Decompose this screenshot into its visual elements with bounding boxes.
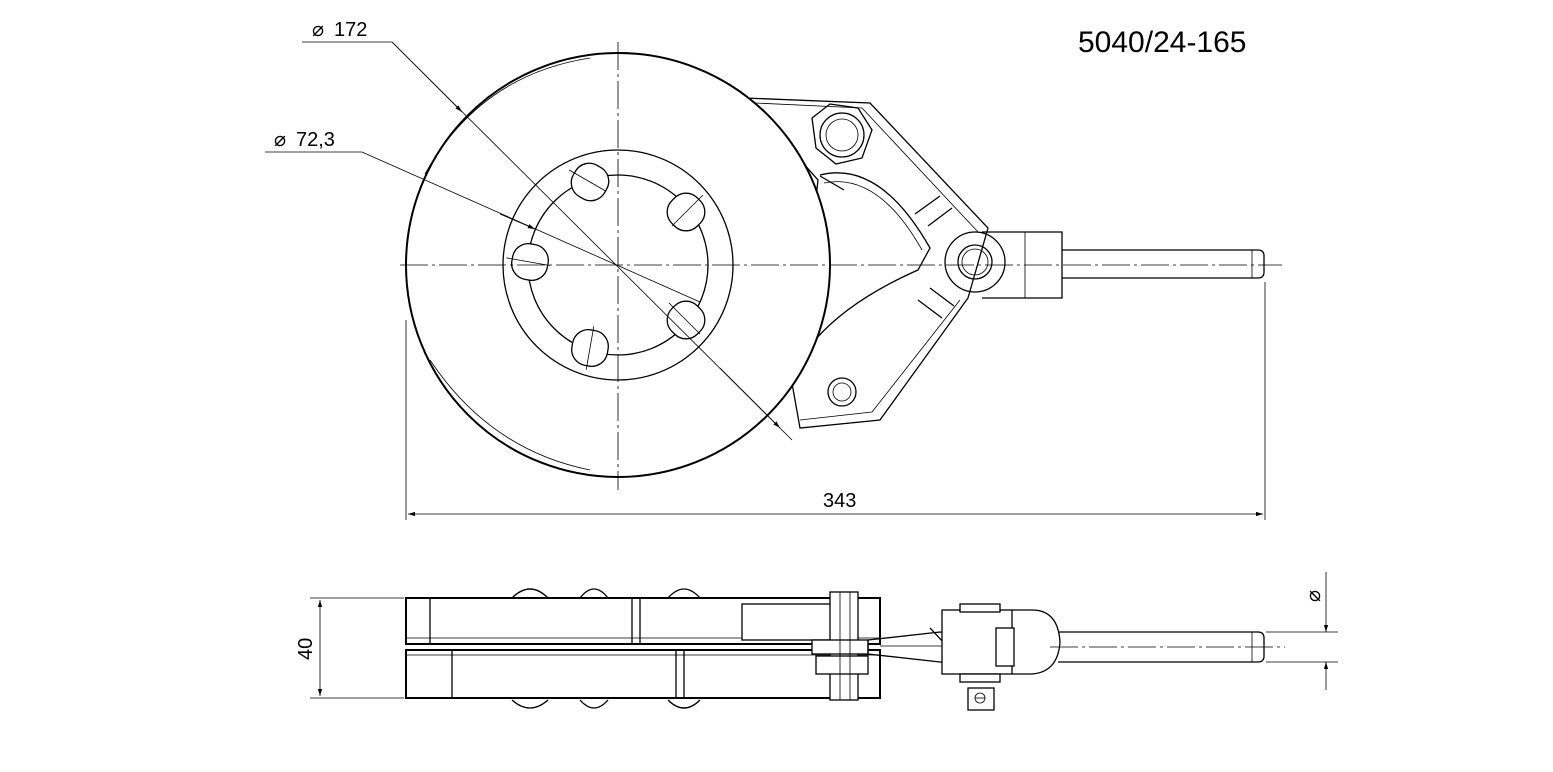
side-clevis [941,603,1061,711]
dimension-inner-diameter: ⌀ 72,3 [265,129,701,303]
side-bolt [811,591,869,701]
lug-hole [827,377,857,407]
rod-diameter-symbol: ⌀ [1303,590,1325,602]
hub-rollers [506,162,706,370]
side-lower-plate [405,649,881,699]
part-number: 5040/24-165 [1078,26,1247,59]
top-view: ⌀ 172 ⌀ 72,3 343 [265,19,1282,520]
hex-bolt [811,103,873,165]
dimension-thickness: 40 [295,597,404,699]
dimension-overall-length: 343 [405,282,1266,520]
inner-diameter-value: 72,3 [296,129,335,151]
outer-diameter-value: 172 [334,19,367,41]
inner-diameter-symbol: ⌀ [274,129,286,151]
outer-diameter-symbol: ⌀ [312,19,324,41]
overall-length-value: 343 [823,490,856,512]
thickness-value: 40 [295,638,317,660]
dimension-outer-diameter: ⌀ 172 [302,19,793,441]
side-upper-plate [405,597,881,645]
side-top-lugs [511,588,701,709]
dimension-rod-diameter: ⌀ [1266,572,1338,690]
pivot-pin [944,231,1006,293]
center-lines [400,42,1282,490]
side-rod [1050,631,1285,663]
rod [1062,249,1265,279]
side-view: 40 ⌀ [295,572,1338,711]
